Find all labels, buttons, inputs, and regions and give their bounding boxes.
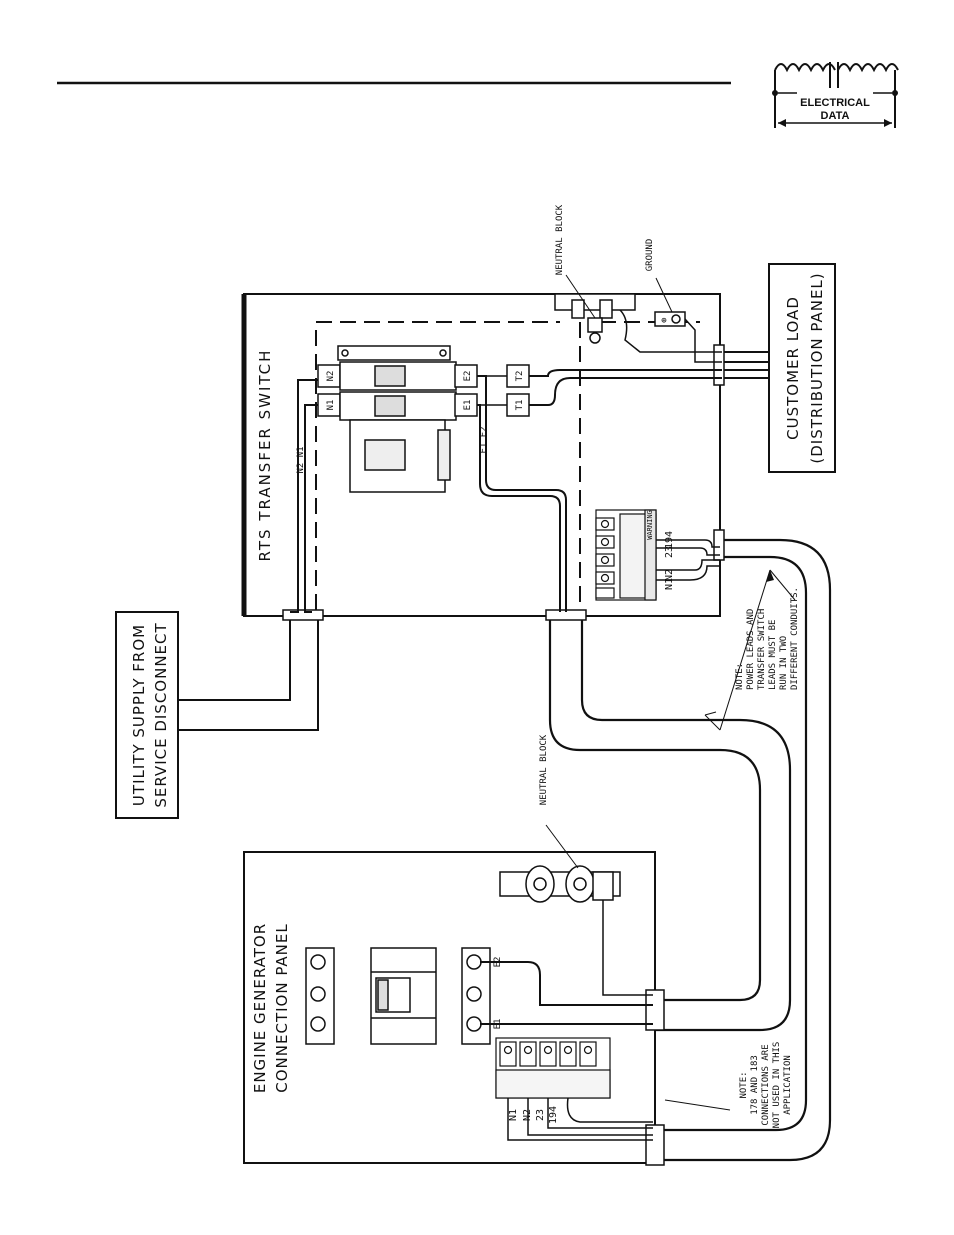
- generator-panel-label-2: CONNECTION PANEL: [273, 923, 291, 1092]
- terminal-t1: T1: [515, 400, 525, 411]
- customer-load-label-1: CUSTOMER LOAD: [784, 296, 802, 440]
- utility-wires-internal: N2 N1: [290, 379, 318, 613]
- transfer-mechanism: [317, 345, 530, 493]
- conduit-note: NOTE: POWER LEADS AND TRANSFER SWITCH LE…: [704, 569, 800, 731]
- rts-control-wire-labels: 194 23 N2 N1: [664, 531, 675, 590]
- wire-label-n1-rts: N1: [664, 578, 675, 590]
- generator-control-wire-labels: N1 N2 23 194: [508, 1106, 559, 1124]
- rts-transfer-switch-label: RTS TRANSFER SWITCH: [256, 349, 274, 562]
- conduit-note-line2: TRANSFER SWITCH: [757, 609, 767, 690]
- connections-note-line4: APPLICATION: [783, 1055, 793, 1115]
- badge-line2: DATA: [821, 110, 850, 122]
- wire-label-n2-rts: N2: [664, 569, 675, 581]
- terminal-t2: T2: [515, 371, 525, 382]
- load-wires: [529, 369, 722, 406]
- wire-label-n1-gen: N1: [508, 1109, 519, 1121]
- wire-label-194-rts: 194: [664, 531, 675, 549]
- terminal-n1: N1: [326, 400, 336, 411]
- rts-transfer-switch-enclosure: RTS TRANSFER SWITCH: [241, 293, 725, 621]
- generator-control-wires: [507, 1097, 653, 1141]
- rts-warning-label: WARNING: [646, 510, 654, 540]
- neutral-block-bottom-leader: [545, 824, 579, 869]
- conduit-note-line1: POWER LEADS AND: [746, 609, 756, 690]
- customer-load-label-2: (DISTRIBUTION PANEL): [808, 272, 826, 463]
- terminal-n2: N2: [326, 371, 336, 382]
- generator-breaker: [305, 947, 491, 1045]
- utility-supply-box: UTILITY SUPPLY FROM SERVICE DISCONNECT: [115, 611, 179, 819]
- generator-terminal-e2: E2: [493, 957, 503, 968]
- conduit-note-line3: LEADS MUST BE: [768, 620, 778, 690]
- utility-supply-label-2: SERVICE DISCONNECT: [152, 622, 170, 807]
- connections-note-line2: CONNECTIONS ARE: [761, 1044, 771, 1125]
- generator-wire-label-e1-e2: E1 E2: [479, 426, 489, 453]
- generator-panel-label-1: ENGINE GENERATOR: [251, 923, 269, 1093]
- wire-label-n2-gen: N2: [522, 1109, 533, 1121]
- svg-text:⊕: ⊕: [661, 316, 666, 326]
- wire-label-23-gen: 23: [535, 1109, 546, 1121]
- wire-label-23-rts: 23: [664, 546, 675, 558]
- ground-lug: ⊕: [654, 311, 722, 363]
- generator-terminal-e1: E1: [493, 1019, 503, 1030]
- switch-terminal-labels: N2 N1 E2 E1 T2 T1: [326, 371, 525, 411]
- neutral-block-bottom-label: NEUTRAL BLOCK: [539, 734, 549, 805]
- rts-control-terminal-strip: [595, 509, 657, 601]
- connections-note-heading: NOTE:: [739, 1071, 749, 1098]
- rts-control-wires: [656, 539, 720, 581]
- utility-feed-conduit: [178, 620, 319, 731]
- neutral-block-top-leader: [565, 274, 596, 319]
- control-conduit: [653, 538, 832, 1162]
- customer-load-box: CUSTOMER LOAD (DISTRIBUTION PANEL): [724, 263, 836, 473]
- generator-power-wires-rts: E1 E2: [477, 375, 567, 612]
- wire-label-194-gen: 194: [548, 1106, 559, 1124]
- neutral-block-top-label: NEUTRAL BLOCK: [555, 204, 565, 275]
- utility-wire-label-n2-n1: N2 N1: [296, 446, 306, 473]
- connections-note: NOTE: 178 AND 183 CONNECTIONS ARE NOT US…: [664, 1042, 793, 1129]
- conduit-note-line5: DIFFERENT CONDUITS.: [790, 587, 800, 690]
- connections-note-line3: NOT USED IN THIS: [772, 1042, 782, 1129]
- electrical-data-badge: ELECTRICAL DATA: [772, 62, 899, 128]
- neutral-block-top: [554, 293, 722, 353]
- generator-panel-enclosure: ENGINE GENERATOR CONNECTION PANEL: [243, 851, 665, 1166]
- terminal-e1: E1: [463, 400, 473, 411]
- ground-leader: [655, 277, 673, 313]
- badge-line1: ELECTRICAL: [800, 97, 870, 109]
- generator-control-terminal-strip: [495, 1037, 611, 1099]
- ground-label: GROUND: [645, 239, 655, 272]
- conduit-note-heading: NOTE:: [735, 663, 745, 690]
- neutral-block-bottom: [499, 865, 653, 996]
- utility-supply-label-1: UTILITY SUPPLY FROM: [130, 624, 148, 806]
- terminal-e2: E2: [463, 371, 473, 382]
- generator-power-wires-panel: E2 E1: [480, 957, 653, 1030]
- power-conduit: [548, 620, 792, 1032]
- connections-note-line1: 178 AND 183: [750, 1055, 760, 1115]
- conduit-note-line4: RUN IN TWO: [779, 636, 789, 690]
